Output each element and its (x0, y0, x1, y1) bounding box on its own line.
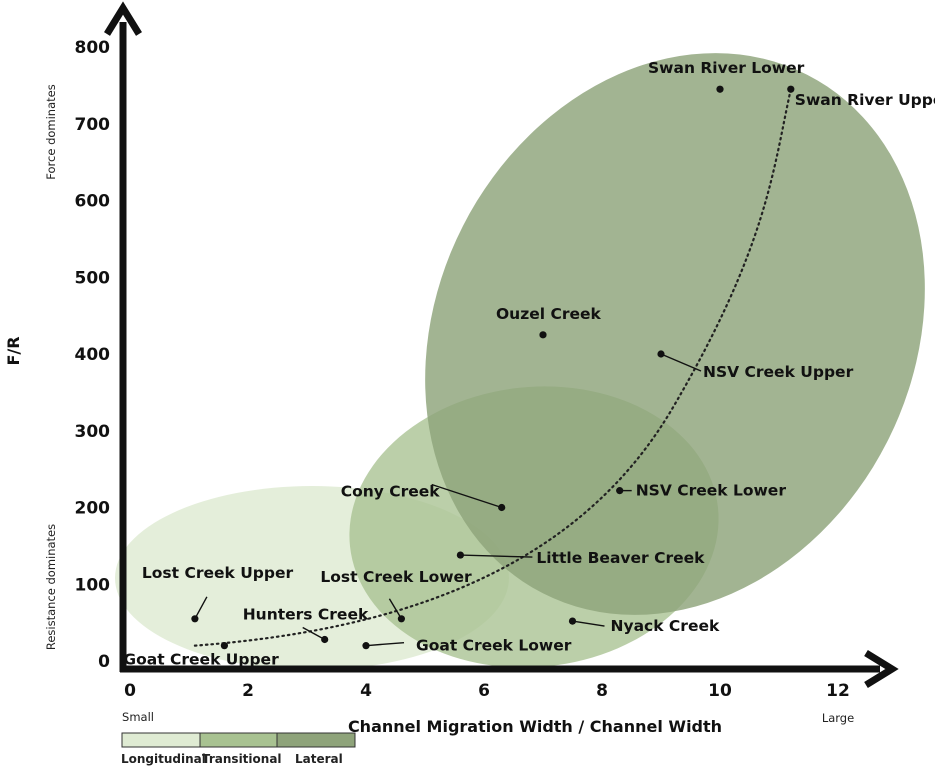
point-nyack-creek (568, 617, 577, 625)
x-tick-label: 12 (826, 681, 850, 701)
x-axis-arrowhead (864, 650, 899, 688)
x-tick-label: 6 (478, 681, 490, 701)
leader-lost-creek-upper (194, 596, 208, 620)
x-tick-label: 10 (708, 681, 732, 701)
legend-transitional-label: Transitional (202, 752, 282, 766)
legend-lateral-label: Lateral (295, 752, 343, 766)
y-tick-label: 0 (98, 652, 110, 672)
label-ouzel-creek: Ouzel Creek (496, 305, 601, 323)
y-tick-label: 600 (75, 192, 111, 212)
leader-cony-creek (431, 483, 502, 509)
y-axis-title: F/R (4, 336, 23, 365)
label-nsv-creek-upper: NSV Creek Upper (703, 363, 854, 381)
label-cony-creek: Cony Creek (341, 483, 441, 501)
y-tick-label: 500 (75, 268, 111, 288)
point-hunters-creek (321, 635, 329, 644)
leader-lost-creek-lower (388, 598, 403, 620)
legend-longitudinal-label: Longitudinal (121, 752, 206, 766)
y-low-note: Resistance dominates (44, 524, 58, 650)
label-lost-creek-upper: Lost Creek Upper (142, 564, 294, 582)
axes (104, 1, 899, 688)
x-low-note: Small (122, 710, 154, 724)
trend-curve (193, 88, 792, 647)
y-high-note: Force dominates (44, 84, 58, 179)
point-swan-river-lower (716, 85, 724, 93)
x-tick-label: 4 (360, 681, 372, 701)
label-goat-creek-upper: Goat Creek Upper (123, 651, 279, 669)
point-goat-creek-upper (220, 642, 228, 650)
leader-goat-creek-lower (365, 641, 405, 647)
x-tick-label: 8 (596, 681, 608, 701)
label-swan-river-lower: Swan River Lower (648, 59, 805, 77)
label-nyack-creek: Nyack Creek (611, 617, 720, 635)
point-little-beaver-creek (456, 551, 464, 559)
y-axis-arrowhead (104, 1, 142, 36)
point-ouzel-creek (539, 331, 547, 339)
label-little-beaver-creek: Little Beaver Creek (536, 549, 705, 567)
y-tick-labels: 0 100 200 300 400 500 600 700 800 (75, 38, 111, 672)
region-ellipses (115, 53, 925, 670)
x-tick-label: 2 (242, 681, 254, 701)
leader-nyack-creek (572, 620, 605, 627)
point-cony-creek (498, 503, 506, 512)
leader-nsv-creek-upper (660, 353, 702, 372)
y-tick-label: 400 (75, 345, 111, 365)
label-lost-creek-lower: Lost Creek Lower (320, 568, 472, 586)
point-lost-creek-upper (191, 615, 199, 623)
x-tick-labels: 0 2 4 6 8 10 12 (124, 681, 850, 701)
y-tick-label: 800 (75, 38, 111, 58)
x-axis-title: Channel Migration Width / Channel Width (348, 717, 722, 736)
label-leader-lines (194, 353, 702, 647)
label-hunters-creek: Hunters Creek (243, 606, 369, 624)
region-lateral (425, 53, 925, 615)
x-tick-label: 0 (124, 681, 136, 701)
label-swan-river-upper: Swan River Upper (795, 91, 935, 109)
leader-little-beaver-creek (460, 554, 533, 558)
legend-transitional-swatch (199, 732, 278, 748)
legend-scale: Longitudinal Transitional Lateral (121, 732, 356, 766)
y-tick-label: 700 (75, 115, 111, 135)
y-tick-label: 100 (75, 575, 111, 595)
x-high-note: Large (822, 711, 854, 725)
legend-lateral-swatch (276, 732, 356, 748)
label-nsv-creek-lower: NSV Creek Lower (636, 482, 787, 500)
point-nsv-creek-lower (616, 487, 624, 495)
point-swan-river-upper (787, 85, 795, 93)
y-tick-label: 200 (75, 499, 111, 519)
point-lost-creek-lower (397, 615, 405, 623)
point-nsv-creek-upper (657, 350, 665, 358)
point-goat-creek-lower (362, 642, 370, 650)
legend-longitudinal-swatch (121, 732, 201, 748)
data-points (191, 85, 795, 650)
y-tick-label: 300 (75, 422, 111, 442)
label-goat-creek-lower: Goat Creek Lower (416, 637, 572, 655)
leader-hunters-creek (302, 626, 326, 641)
